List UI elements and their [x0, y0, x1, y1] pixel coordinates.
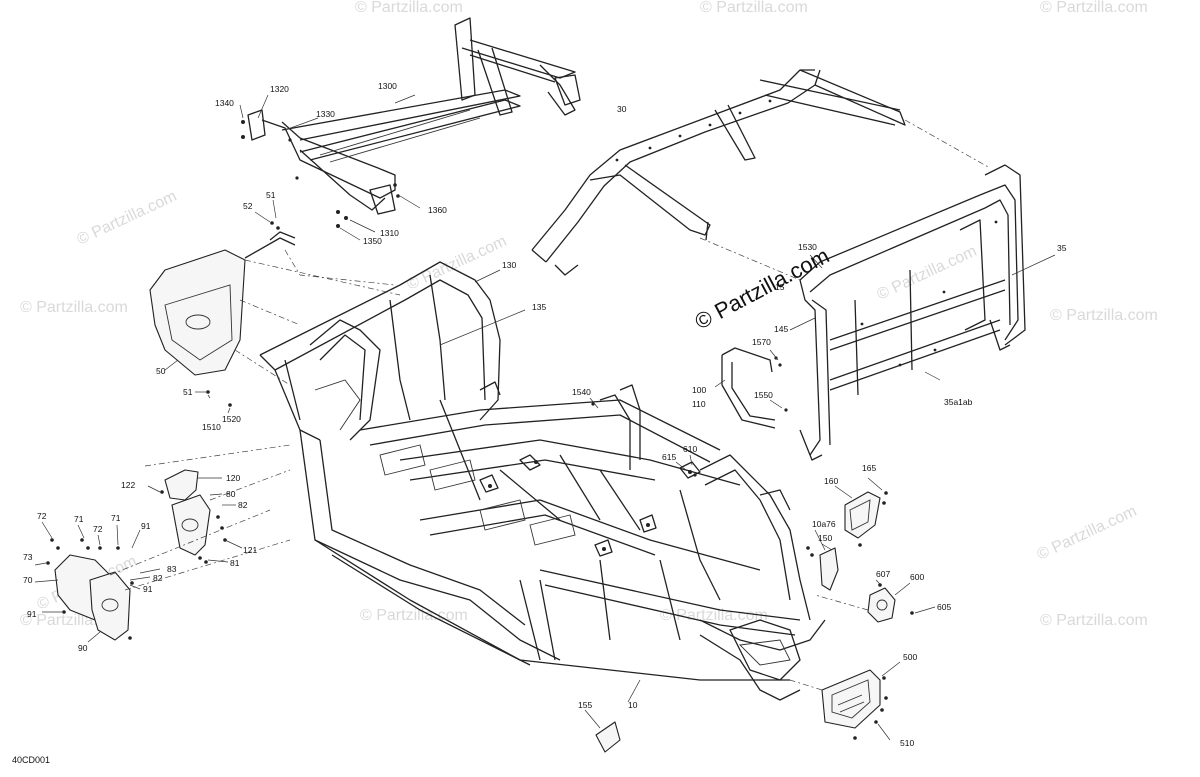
watermark-text: © Partzilla.com	[355, 0, 463, 16]
callout-label: 122	[121, 480, 135, 490]
callout-label: 72	[37, 511, 47, 521]
callout-label: 35	[1057, 243, 1067, 253]
callout-label: 110	[692, 399, 706, 409]
callout-label: 30	[617, 104, 627, 114]
callout-label: 51	[183, 387, 193, 397]
callout-label: 1520	[222, 414, 241, 424]
grab-bar-100	[714, 347, 788, 429]
watermark-text: © Partzilla.com	[405, 233, 510, 294]
callout-label: 607	[876, 569, 890, 579]
watermark-text: © Partzilla.com	[660, 607, 768, 624]
skid-plate-500	[789, 661, 901, 741]
callout-label: 610	[683, 444, 697, 454]
callout-label: 51	[266, 190, 276, 200]
callout-label: 120	[226, 473, 240, 483]
callout-label: 83	[167, 564, 177, 574]
callout-label: 1570	[752, 337, 771, 347]
callout-label: 510	[900, 738, 914, 748]
callout-label: 90	[78, 643, 88, 653]
callout-label: 52	[243, 201, 253, 211]
callout-label: 145	[774, 324, 788, 334]
callout-label: 72	[93, 524, 103, 534]
callout-label: 1530	[798, 242, 817, 252]
callout-label: 82	[238, 500, 248, 510]
callout-label: 91	[143, 584, 153, 594]
callout-label: 91	[141, 521, 151, 531]
callout-label: 80	[226, 489, 236, 499]
callout-label: 81	[230, 558, 240, 568]
callout-label: 71	[74, 514, 84, 524]
watermark-text: © Partzilla.com	[75, 188, 180, 249]
main-frame-10	[259, 261, 826, 703]
callout-label: 160	[824, 476, 838, 486]
callout-label: 1340	[215, 98, 234, 108]
callout-label: 615	[662, 452, 676, 462]
callout-label: 1300	[378, 81, 397, 91]
rear-support-frame-1300	[239, 17, 581, 241]
callout-label: 70	[23, 575, 33, 585]
watermark-text: © Partzilla.com	[1035, 503, 1140, 564]
watermark-text: © Partzilla.com	[1040, 0, 1148, 16]
callout-label: 605	[937, 602, 951, 612]
bracket-150	[806, 529, 839, 591]
callout-label: 1360	[428, 205, 447, 215]
callout-label: 1320	[270, 84, 289, 94]
diagram-id: 40CD001	[12, 755, 50, 765]
plate-155	[584, 709, 621, 753]
callout-label: 82	[153, 573, 163, 583]
callout-label: 1350	[363, 236, 382, 246]
bracket-160	[834, 477, 888, 547]
watermark-text: © Partzilla.com	[700, 0, 808, 16]
callout-label: 130	[502, 260, 516, 270]
callout-label: 10	[628, 700, 638, 710]
callout-label: 165	[862, 463, 876, 473]
watermark-text: © Partzilla.com	[1040, 612, 1148, 629]
bracket-120-80	[144, 444, 291, 564]
roll-cage-30	[531, 69, 906, 276]
callout-label: 15	[775, 282, 785, 292]
callout-label: 100	[692, 385, 706, 395]
callout-label: 155	[578, 700, 592, 710]
callout-label: 50	[156, 366, 166, 376]
callout-label: 1510	[202, 422, 221, 432]
watermark-text: © Partzilla.com	[1050, 307, 1158, 324]
watermark-text: © Partzilla.com	[20, 299, 128, 316]
callout-label: 600	[910, 572, 924, 582]
callout-label: 91	[27, 609, 37, 619]
callout-layer: 1300 1320 1340 1330 1360 1310 1350 30 35…	[23, 81, 1067, 748]
watermark-main-text: © Partzilla.com	[691, 243, 834, 335]
callout-label: 1540	[572, 387, 591, 397]
callout-label: 500	[903, 652, 917, 662]
callout-label: 150	[818, 533, 832, 543]
callout-label: 1330	[316, 109, 335, 119]
callout-label: 1310	[380, 228, 399, 238]
bracket-70-90	[34, 509, 291, 643]
callout-label: 121	[243, 545, 257, 555]
callout-label: 1550	[754, 390, 773, 400]
callout-label: 10a76	[812, 519, 836, 529]
callout-label: 135	[532, 302, 546, 312]
bracket-50	[149, 199, 401, 414]
callout-label: 73	[23, 552, 33, 562]
roll-cage-35	[699, 119, 1056, 461]
bracket-600	[814, 579, 936, 623]
callout-label: 35a1ab	[944, 397, 973, 407]
watermark-text: © Partzilla.com	[360, 607, 468, 624]
callout-label: 71	[111, 513, 121, 523]
